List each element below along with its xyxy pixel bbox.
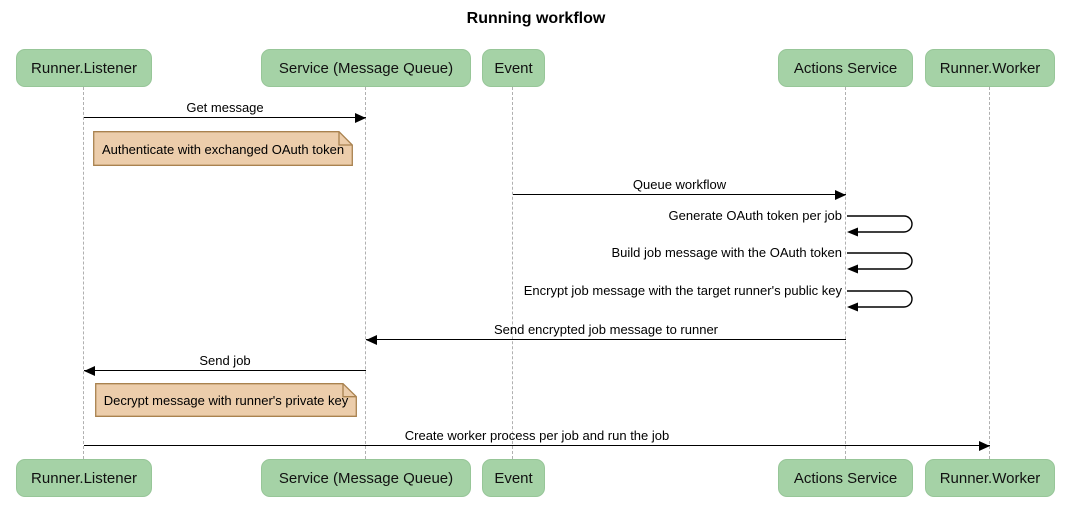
arrowhead-left-icon (366, 334, 377, 345)
participant-label: Event (494, 469, 533, 487)
lifeline-actions-service (845, 87, 847, 459)
participant-label: Runner.Listener (31, 469, 137, 487)
participant-bottom-actions-service: Actions Service (778, 459, 913, 497)
arrowhead-right-icon (835, 189, 846, 200)
participant-label: Actions Service (793, 59, 898, 77)
participant-label: Runner.Worker (939, 469, 1041, 487)
participant-label: Service (Message Queue) (278, 59, 454, 77)
participant-top-runner-listener: Runner.Listener (16, 49, 152, 87)
participant-bottom-service-message-queue: Service (Message Queue) (261, 459, 471, 497)
self-message-label-generate-oauth: Generate OAuth token per job (668, 208, 842, 223)
participant-bottom-runner-worker: Runner.Worker (925, 459, 1055, 497)
diagram-title: Running workflow (466, 10, 606, 27)
participant-top-service-message-queue: Service (Message Queue) (261, 49, 471, 87)
participant-label: Runner.Listener (31, 59, 137, 77)
message-line (84, 117, 366, 118)
participant-bottom-runner-listener: Runner.Listener (16, 459, 152, 497)
message-line (84, 370, 366, 371)
self-loop-arrow-icon (847, 252, 913, 274)
message-label-queue-workflow: Queue workflow (632, 177, 727, 192)
self-message-label-build-job-message: Build job message with the OAuth token (611, 245, 842, 260)
message-label-create-worker: Create worker process per job and run th… (404, 428, 670, 443)
note-authenticate: Authenticate with exchanged OAuth token (93, 131, 353, 166)
lifeline-event (512, 87, 514, 459)
message-line (513, 194, 846, 195)
participant-top-runner-worker: Runner.Worker (925, 49, 1055, 87)
message-label-send-encrypted: Send encrypted job message to runner (493, 322, 719, 337)
lifeline-runner-listener (83, 87, 85, 459)
participant-top-actions-service: Actions Service (778, 49, 913, 87)
note-shape (95, 383, 357, 417)
participant-label: Service (Message Queue) (278, 469, 454, 487)
participant-bottom-event: Event (482, 459, 545, 497)
lifeline-service-message-queue (365, 87, 367, 459)
participant-label: Runner.Worker (939, 59, 1041, 77)
note-decrypt: Decrypt message with runner's private ke… (95, 383, 357, 417)
self-loop-arrow-icon (847, 290, 913, 312)
arrowhead-left-icon (84, 365, 95, 376)
self-message-label-encrypt-job-message: Encrypt job message with the target runn… (523, 283, 842, 298)
arrowhead-right-icon (979, 440, 990, 451)
self-loop-arrow-icon (847, 215, 913, 237)
participant-label: Event (494, 59, 533, 77)
message-label-get-message: Get message (186, 100, 264, 115)
note-label: Decrypt message with runner's private ke… (103, 393, 349, 408)
note-label: Authenticate with exchanged OAuth token (101, 141, 345, 157)
note-shape (93, 131, 353, 166)
arrowhead-right-icon (355, 112, 366, 123)
participant-label: Actions Service (793, 469, 898, 487)
lifeline-runner-worker (989, 87, 991, 459)
message-line (366, 339, 846, 340)
message-label-send-job: Send job (199, 353, 251, 368)
participant-top-event: Event (482, 49, 545, 87)
message-line (84, 445, 990, 446)
